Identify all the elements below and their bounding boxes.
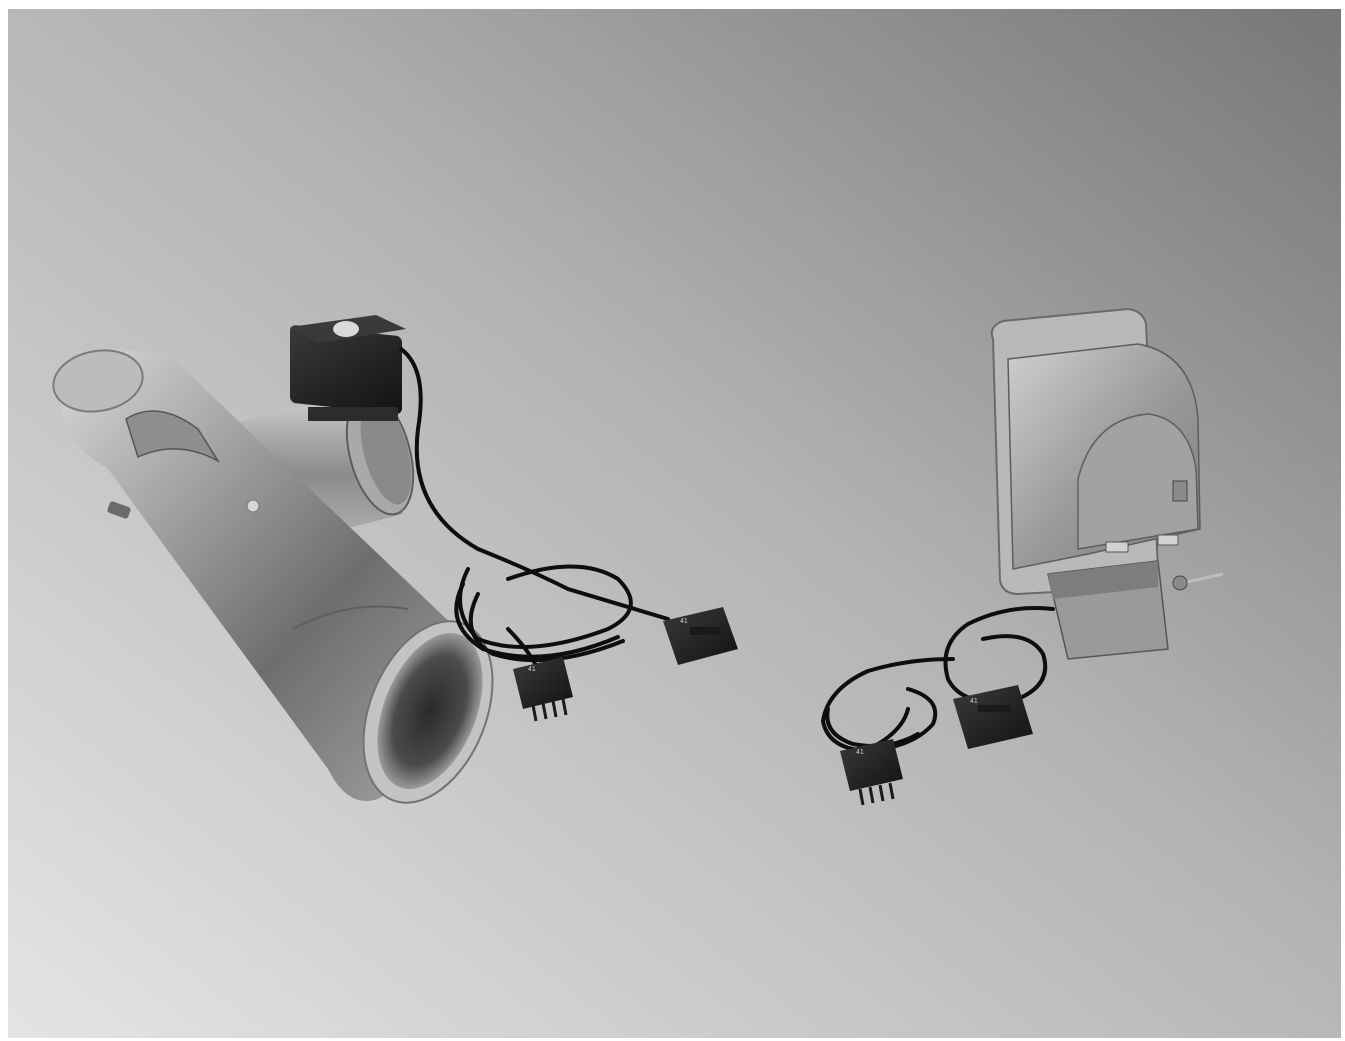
left-connector-a-label: 41 — [528, 666, 536, 673]
temperature-probe — [1172, 572, 1224, 591]
hood-arch — [1077, 413, 1199, 550]
main-pipe — [52, 349, 494, 804]
t-pipe-assembly: 41 41 — [52, 315, 738, 804]
left-connector-b-label: 41 — [680, 618, 688, 625]
clamp-screw — [107, 501, 131, 519]
left-cable-bundle — [399, 347, 670, 671]
damper-actuator — [290, 315, 406, 421]
right-connector-a-label: 41 — [856, 749, 864, 756]
actuator-knob — [333, 321, 359, 337]
right-connector-b: 41 — [953, 685, 1033, 749]
pipe-mouth-opening — [377, 633, 483, 789]
product-photo: 41 41 — [8, 9, 1341, 1038]
left-connector-b: 41 — [663, 607, 738, 665]
wall-hood-assembly: 41 41 — [820, 307, 1224, 806]
right-connector-b-label: 41 — [970, 698, 978, 705]
left-connector-a: 41 — [513, 657, 573, 722]
photo-canvas: 41 41 — [8, 9, 1341, 1038]
right-connector-a: 41 — [840, 739, 903, 806]
hood-latch — [1172, 480, 1188, 502]
pipe-rivet — [246, 499, 260, 513]
